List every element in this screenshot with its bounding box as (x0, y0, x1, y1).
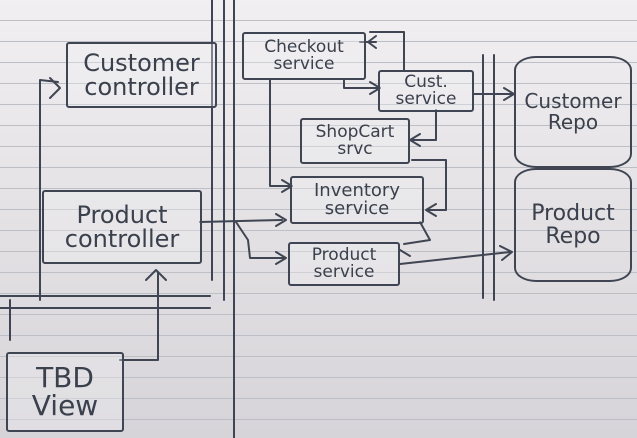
shopcart-service-line2: srvc (337, 139, 373, 159)
connector-productctrl-to-productservice (235, 221, 285, 259)
arrow-to-inventory-service (275, 213, 287, 227)
product-service-box: Product service (288, 242, 400, 286)
connector-loop-checkout-top (369, 31, 405, 71)
connector-productctrl-to-inventory (199, 219, 283, 223)
customer-repo-cylinder: Customer Repo (514, 56, 632, 168)
connector-productservice-to-productrepo (399, 251, 511, 265)
tbd-view-line2: View (31, 389, 99, 422)
customer-controller-box: Customer controller (66, 42, 217, 108)
shopcart-service-line1: ShopCart (315, 122, 395, 142)
checkout-service-box: Checkout service (242, 32, 366, 80)
arrow-to-cust-service (369, 81, 381, 95)
arrow-to-shopcart (409, 133, 421, 147)
product-controller-line1: Product (76, 201, 168, 229)
shopcart-service-box: ShopCart srvc (300, 118, 410, 164)
product-service-line1: Product (311, 245, 377, 265)
connector-inventory-loop (411, 159, 447, 211)
inventory-service-line2: service (324, 198, 390, 219)
cust-service-box: Cust. service (378, 70, 474, 112)
arrow-to-product-service (275, 251, 287, 265)
inventory-service-line1: Inventory (314, 180, 400, 201)
connector-inventory-to-productservice (403, 221, 431, 245)
arrow-to-product-controller (145, 269, 167, 281)
customer-repo-line1: Customer (524, 89, 622, 113)
cust-service-line1: Cust. (404, 72, 448, 92)
customer-controller-line1: Customer (83, 49, 200, 77)
checkout-service-line1: Checkout (264, 37, 344, 57)
product-repo-line2: Repo (545, 224, 601, 249)
product-repo-line1: Product (531, 200, 615, 226)
product-repo-cylinder: Product Repo (514, 168, 632, 282)
tbd-view-box: TBD View (6, 352, 124, 432)
connector-checkout-to-inventory (269, 79, 291, 187)
arrow-to-customer-controller (49, 77, 61, 99)
arrow-checkout-inventory (281, 179, 293, 193)
arrow-inventory-right (425, 203, 437, 217)
connector-custservice-to-shopcart (411, 109, 437, 141)
product-service-line2: service (313, 262, 375, 282)
product-controller-line2: controller (64, 225, 180, 253)
customer-controller-line2: controller (84, 73, 199, 101)
customer-repo-line2: Repo (547, 110, 599, 134)
tbd-view-line1: TBD (36, 361, 94, 394)
connector-checkout-to-custservice (343, 79, 379, 89)
cust-service-line2: service (395, 89, 457, 109)
connector-view-to-product-controller (119, 271, 159, 361)
connector-productservice-down (399, 249, 411, 257)
checkout-service-line2: service (273, 54, 335, 74)
arrow-to-product-repo (499, 245, 513, 261)
arrow-checkout-right (367, 35, 377, 49)
product-controller-box: Product controller (42, 190, 202, 264)
inventory-service-box: Inventory service (290, 176, 424, 224)
